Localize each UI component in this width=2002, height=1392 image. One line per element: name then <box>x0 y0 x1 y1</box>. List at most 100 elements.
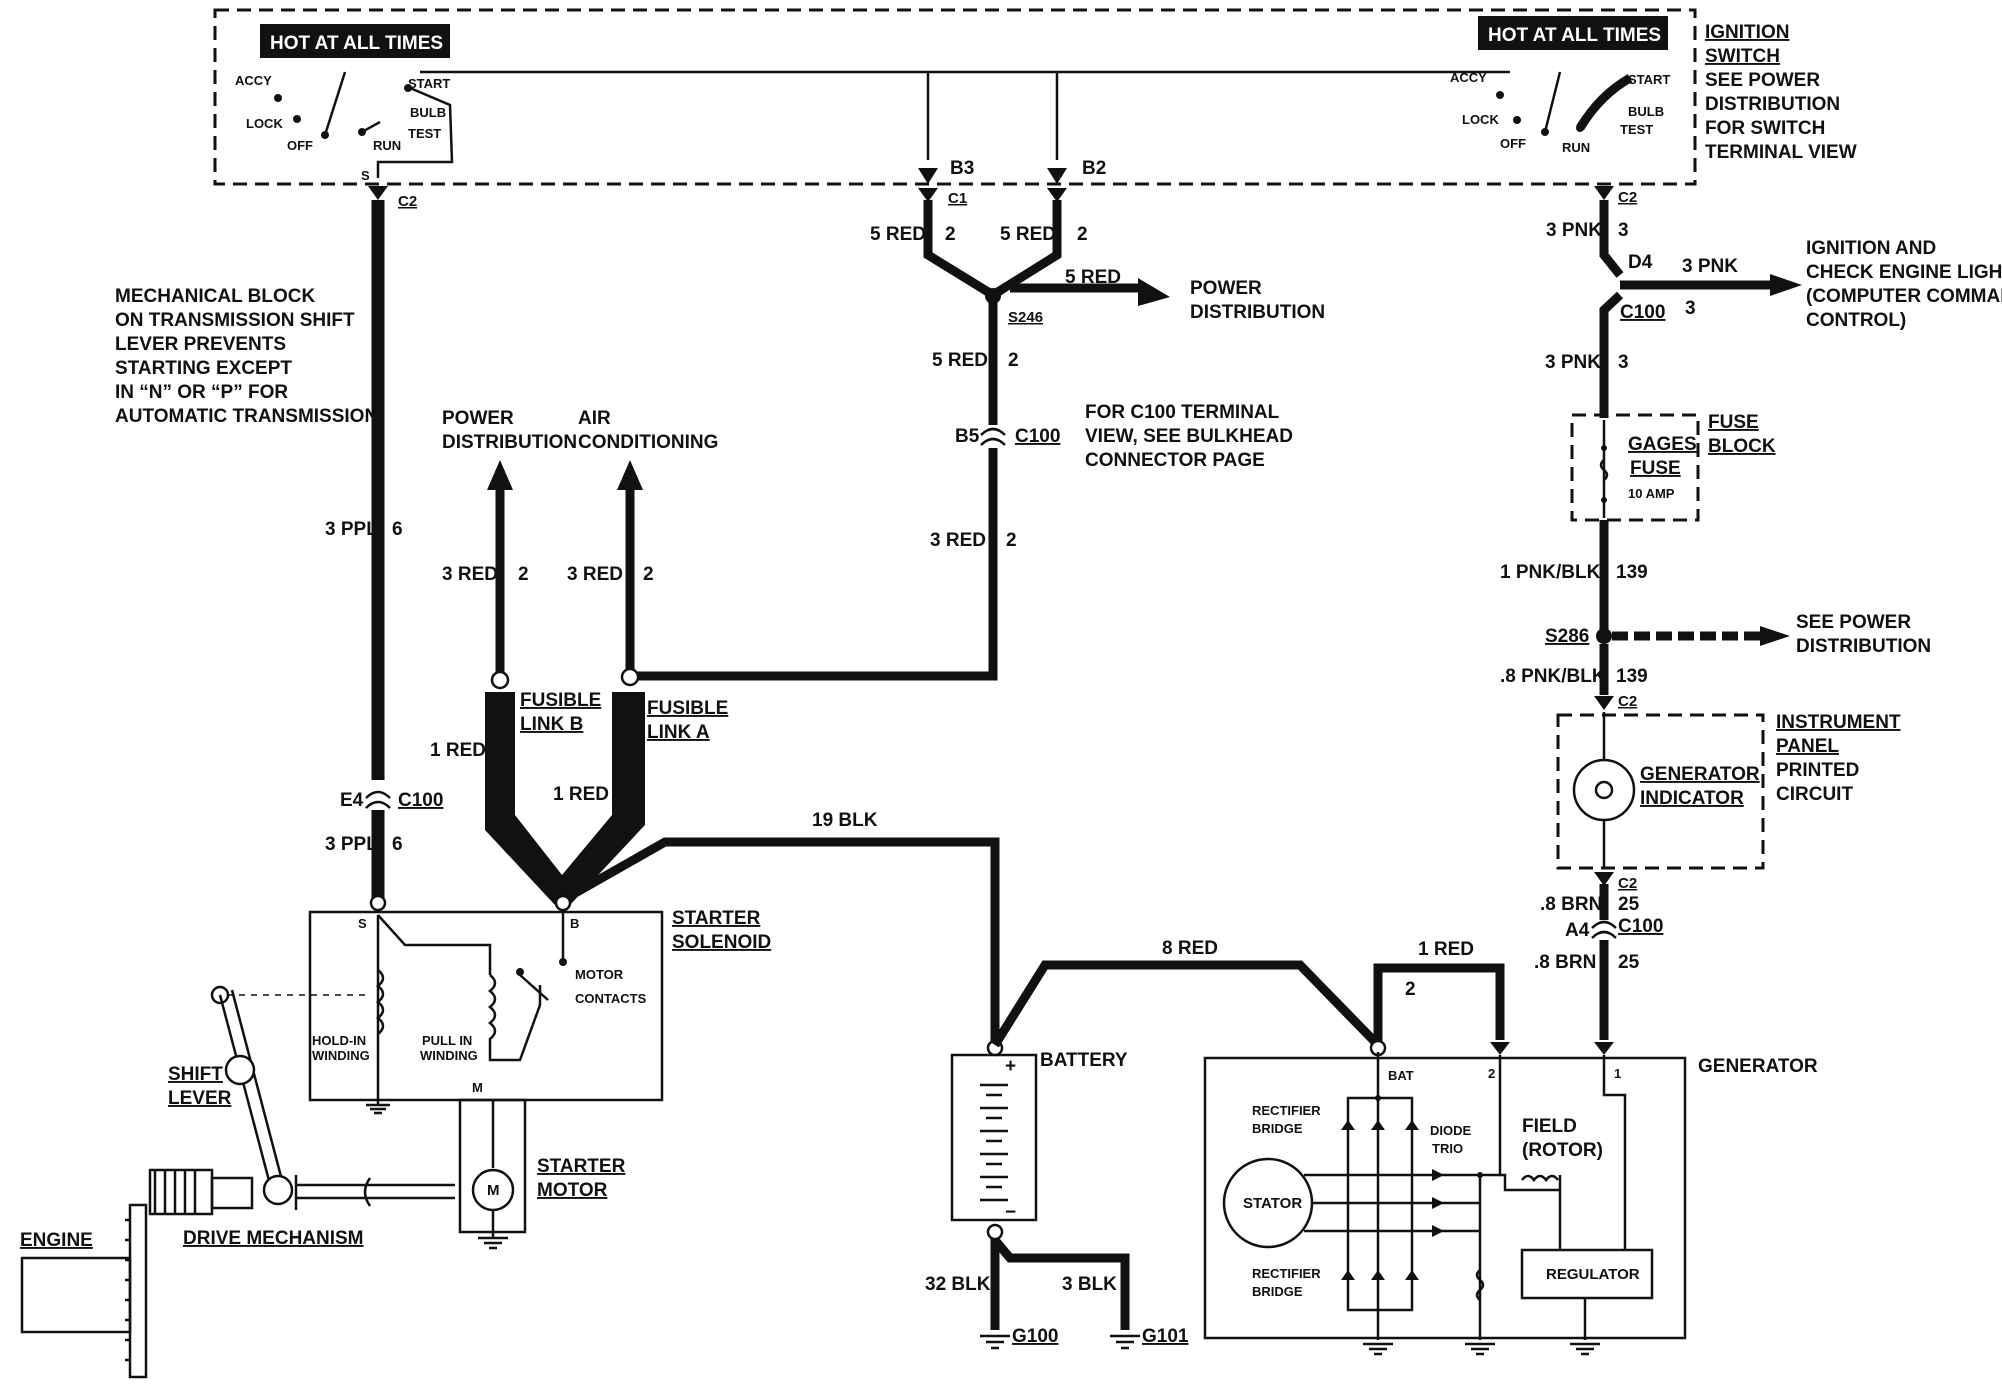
label-center_feed-s246: S246 <box>1008 309 1043 326</box>
label-right_feed-w4: 1 PNK/BLK <box>1500 562 1601 583</box>
label-battery-minus: − <box>1005 1202 1016 1223</box>
label-center_feed-c100: C100 <box>1015 426 1060 447</box>
shift-drive-mechanism: SHIFT LEVER ENGINE DRIVE MECHANISM <box>20 985 455 1379</box>
label-switches-ignition_note-4: FOR SWITCH <box>1705 118 1825 139</box>
label-mech_note-2: LEVER PREVENTS <box>115 334 286 355</box>
label-motor-title-1: MOTOR <box>537 1180 608 1201</box>
starter-solenoid: STARTER SOLENOID S B HOLD-IN WINDING PUL… <box>215 908 771 1115</box>
label-battery-plus: + <box>1005 1056 1016 1077</box>
battery: 8 RED BATTERY + − 32 BLK 3 BLK G100 G101 <box>925 938 1382 1350</box>
label-center_feed-w4n: 2 <box>1008 350 1019 371</box>
label-right_feed-c100n: 3 <box>1685 298 1696 319</box>
label-fusible-wb: 3 RED <box>442 564 498 585</box>
label-right_feed-w6n: 25 <box>1618 894 1640 915</box>
ignition-switch-right: ACCY LOCK OFF START BULB TEST RUN <box>1450 70 1670 155</box>
label-generator-t1: 1 <box>1614 1066 1621 1081</box>
label-switches-left-run: RUN <box>373 138 401 153</box>
label-center_feed-w1: 5 RED <box>870 224 926 245</box>
label-switches-left-lock: LOCK <box>246 116 283 131</box>
label-battery-g100: G100 <box>1012 1326 1058 1347</box>
label-mechanism-engine: ENGINE <box>20 1230 93 1251</box>
label-center_feed-c100_note-0: FOR C100 TERMINAL <box>1085 402 1280 423</box>
label-battery-g101: G101 <box>1142 1326 1189 1347</box>
label-switches-right-c2: C2 <box>1618 189 1637 206</box>
label-fusible-wan: 2 <box>643 564 654 585</box>
label-generator-red1: 1 RED <box>1418 939 1474 960</box>
label-switches-ignition_note-3: DISTRIBUTION <box>1705 94 1840 115</box>
label-fusible-wbn: 2 <box>518 564 529 585</box>
label-right_feed-ign-2: (COMPUTER COMMAND <box>1806 286 2002 307</box>
label-switches-ignition_note-1: SWITCH <box>1705 46 1780 67</box>
label-right_feed-w3: 3 PNK <box>1545 352 1601 373</box>
label-center_feed-b5: B5 <box>955 426 980 447</box>
label-generator-stator: STATOR <box>1243 1195 1302 1212</box>
label-mechanism-shift-0: SHIFT <box>168 1064 223 1085</box>
label-fusible-ac-0: AIR <box>578 408 611 429</box>
ignition-switch-note: IGNITION SWITCH SEE POWER DISTRIBUTION F… <box>1705 22 1857 163</box>
label-generator-field-0: FIELD <box>1522 1116 1577 1137</box>
label-right_feed-gen_ind-0: GENERATOR <box>1640 764 1760 785</box>
label-right_feed-ipc-3: CIRCUIT <box>1776 784 1853 805</box>
label-switches-right-run: RUN <box>1562 140 1590 155</box>
label-solenoid-title-1: SOLENOID <box>672 932 771 953</box>
label-right_feed-ign-1: CHECK ENGINE LIGHT <box>1806 262 2002 283</box>
label-mech_note-0: MECHANICAL BLOCK <box>115 286 315 307</box>
label-switches-hot_label: HOT AT ALL TIMES <box>270 33 443 54</box>
label-center_feed-c100_note-1: VIEW, SEE BULKHEAD <box>1085 426 1293 447</box>
label-switches-left-accy: ACCY <box>235 73 272 88</box>
label-center_feed-w3: 5 RED <box>1065 267 1121 288</box>
label-solenoid-b: B <box>570 916 579 931</box>
label-right_feed-ign-0: IGNITION AND <box>1806 238 1936 259</box>
label-right_feed-ipc-2: PRINTED <box>1776 760 1859 781</box>
label-generator-n2: 2 <box>1405 979 1416 1000</box>
label-right_feed-w7: .8 BRN <box>1534 952 1596 973</box>
label-switches-ignition_note-0: IGNITION <box>1705 22 1789 43</box>
label-center_feed-w5n: 2 <box>1006 530 1017 551</box>
label-mech_note-3: STARTING EXCEPT <box>115 358 292 379</box>
label-generator-rect_bot-1: BRIDGE <box>1252 1284 1303 1299</box>
label-right_feed-a4: A4 <box>1565 920 1590 941</box>
label-center_feed-w4: 5 RED <box>932 350 988 371</box>
label-switches-right-off: OFF <box>1500 136 1526 151</box>
label-generator-diode-1: TRIO <box>1432 1141 1463 1156</box>
label-right_feed-w2: 3 PNK <box>1682 256 1738 277</box>
label-right_feed-ign-3: CONTROL) <box>1806 310 1906 331</box>
mechanical-block-note: MECHANICAL BLOCK ON TRANSMISSION SHIFT L… <box>115 286 378 427</box>
label-right_feed-amp: 10 AMP <box>1628 486 1675 501</box>
label-switches-left-s: S <box>361 168 370 183</box>
label-right_feed-gages-0: GAGES <box>1628 434 1697 455</box>
label-solenoid-contacts-0: MOTOR <box>575 967 624 982</box>
label-solenoid-pull-1: WINDING <box>420 1048 478 1063</box>
label-center_feed-c1: C1 <box>948 190 967 207</box>
label-right_feed-c2: C2 <box>1618 693 1637 710</box>
label-motor-title-0: STARTER <box>537 1156 626 1177</box>
label-mech_note-4: IN “N” OR “P” FOR <box>115 382 288 403</box>
label-generator-rect_bot-0: RECTIFIER <box>1252 1266 1321 1281</box>
label-switches-right-test: TEST <box>1620 122 1653 137</box>
label-fusible-link_b-1: LINK B <box>520 714 583 735</box>
label-solenoid-s: S <box>358 916 367 931</box>
label-fusible-wa: 3 RED <box>567 564 623 585</box>
label-switches-ignition_note-2: SEE POWER <box>1705 70 1820 91</box>
ignition-switch-box: HOT AT ALL TIMES HOT AT ALL TIMES ACCY L… <box>213 8 1697 186</box>
label-right_feed-see_power-1: DISTRIBUTION <box>1796 636 1931 657</box>
label-left_feed-w2: 3 PPL <box>325 834 378 855</box>
label-right_feed-w3n: 3 <box>1618 352 1629 373</box>
label-battery-title: BATTERY <box>1040 1050 1128 1071</box>
label-solenoid-pull-0: PULL IN <box>422 1033 472 1048</box>
label-switches-right-bulb: BULB <box>1628 104 1664 119</box>
label-fusible-power-0: POWER <box>442 408 514 429</box>
label-fusible-red_b: 1 RED <box>430 740 486 761</box>
label-center_feed-power_dist-1: DISTRIBUTION <box>1190 302 1325 323</box>
label-right_feed-w1n: 3 <box>1618 220 1629 241</box>
label-switches-right-start: START <box>1628 72 1670 87</box>
label-mech_note-5: AUTOMATIC TRANSMISSION <box>115 406 378 427</box>
label-center_feed-w2: 5 RED <box>1000 224 1056 245</box>
label-right_feed-c2b: C2 <box>1618 875 1637 892</box>
label-switches-right-accy: ACCY <box>1450 70 1487 85</box>
label-left_feed-w1n: 6 <box>392 519 403 540</box>
label-switches-left-start: START <box>408 76 450 91</box>
label-switches-left-bulb: BULB <box>410 105 446 120</box>
label-switches-left-off: OFF <box>287 138 313 153</box>
